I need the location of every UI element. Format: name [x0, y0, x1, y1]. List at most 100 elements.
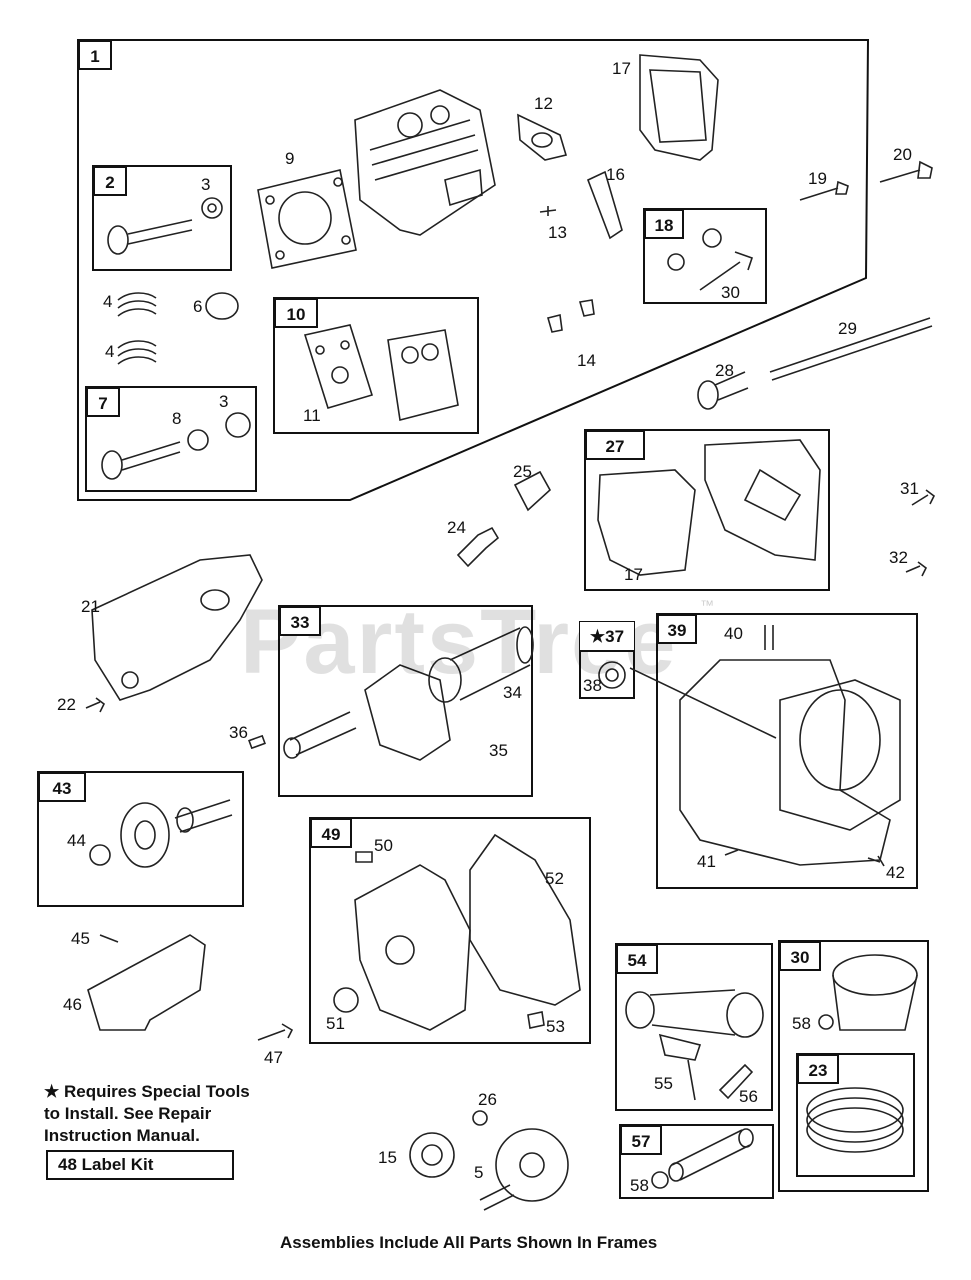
screw-55-part: [687, 1059, 696, 1101]
callout-50: 50: [374, 836, 393, 855]
piston-part: [832, 954, 918, 1031]
bolt-13-part: [539, 206, 557, 216]
valve-cover-part: [704, 439, 821, 561]
callout-19: 19: [808, 169, 827, 188]
callout-58a: 58: [792, 1014, 811, 1033]
watermark-trademark: ™: [700, 597, 714, 613]
callout-47: 47: [264, 1048, 283, 1067]
callout-20: 20: [893, 145, 912, 164]
callout-11: 11: [303, 406, 321, 425]
callout-52: 52: [545, 869, 564, 888]
callout-51: 51: [326, 1014, 345, 1033]
gear-15-part: [409, 1132, 455, 1178]
dowel-41-part: [724, 849, 739, 856]
special-tools-note: ★ Requires Special Tools to Install. See…: [44, 1082, 250, 1145]
spark-plug-part: [456, 526, 500, 568]
valve-spring-lower-part: [117, 340, 157, 365]
callout-35: 35: [489, 741, 508, 760]
cylinder-head-part: [354, 89, 496, 236]
frame-tag-18: 18: [644, 209, 684, 239]
frame-54-border: [615, 943, 773, 1111]
retainer-inner: [207, 203, 217, 213]
assemblies-footer: Assemblies Include All Parts Shown In Fr…: [280, 1233, 658, 1252]
seal-51-part: [333, 987, 359, 1013]
frame-27-border: [584, 429, 830, 591]
callout-29: 29: [838, 319, 857, 338]
tappet-part: [697, 371, 749, 410]
frame-tag-7: 7: [86, 387, 120, 417]
callout-21: 21: [81, 597, 100, 616]
callout-31: 31: [900, 479, 919, 498]
retainer-3b-part: [225, 412, 251, 438]
callout-22: 22: [57, 695, 76, 714]
piston-rings-part: [806, 1087, 904, 1153]
callout-6: 6: [193, 297, 203, 316]
frame-tag-30: 30: [779, 941, 821, 971]
callout-34: 34: [503, 683, 522, 702]
callout-44: 44: [67, 831, 86, 850]
callout-17: 17: [612, 59, 631, 78]
callout-40: 40: [724, 624, 743, 643]
callout-41: 41: [697, 852, 716, 871]
push-rod-part: [769, 317, 933, 381]
frame-30-border: [778, 940, 929, 1192]
frame-tag-23: 23: [797, 1054, 839, 1084]
seal-8-part: [187, 429, 209, 451]
callout-3b: 3: [219, 392, 229, 411]
bolt-31-part: [911, 489, 936, 506]
callout-9: 9: [285, 149, 295, 168]
frame-18-border: [643, 208, 767, 304]
dipstick-cap-part: [355, 851, 373, 863]
crankcase-part: [629, 659, 901, 866]
stud-part: [699, 251, 754, 291]
bolt-32-part: [905, 561, 928, 577]
frame-10-border: [273, 297, 479, 434]
frame-tag-54: 54: [616, 944, 658, 974]
callout-3: 3: [201, 175, 211, 194]
frame-57-border: [619, 1124, 774, 1199]
frame-tag-39: 39: [657, 614, 697, 644]
frame-1-border: [77, 39, 870, 501]
spark-boot-part: [513, 470, 552, 512]
callout-17b: 17: [624, 565, 643, 584]
key-part: [248, 734, 266, 750]
frame-tag-49: 49: [310, 818, 352, 848]
callout-4b: 4: [105, 342, 115, 361]
frame-tag-57: 57: [620, 1125, 662, 1155]
frame-43-border: [37, 771, 244, 907]
callout-56: 56: [739, 1087, 758, 1106]
retainer-part: [201, 197, 223, 219]
frame-tag-37: ★37: [580, 622, 634, 652]
callout-14: 14: [577, 351, 596, 370]
crankcase-cover-part: [354, 864, 471, 1031]
wrist-pin-part: [668, 1128, 754, 1182]
callout-8: 8: [172, 409, 182, 428]
callout-25: 25: [513, 462, 532, 481]
frame-tag-27: 27: [585, 430, 645, 460]
bolt-47-part: [257, 1023, 294, 1041]
gasket-12-part: [517, 113, 568, 161]
gasket-12-hole: [531, 132, 553, 148]
callout-55: 55: [654, 1074, 673, 1093]
callout-5: 5: [474, 1163, 484, 1182]
callout-30: 30: [721, 283, 740, 302]
head-gasket-part: [257, 169, 357, 269]
frame-tag-2: 2: [93, 166, 127, 196]
valve-spring-upper-part: [117, 292, 157, 317]
cap-part: [205, 292, 239, 320]
callout-13: 13: [548, 223, 567, 242]
callout-12: 12: [534, 94, 553, 113]
callout-28: 28: [715, 361, 734, 380]
frame-39-border: [656, 613, 918, 889]
label-kit-box: 48 Label Kit: [46, 1150, 234, 1180]
dipper-56-part: [718, 1063, 754, 1100]
camshaft-part: [479, 1128, 569, 1211]
callout-38: 38: [583, 676, 602, 695]
bracket-part: [87, 934, 206, 1031]
callout-36: 36: [229, 723, 248, 742]
frame-tag-10: 10: [274, 298, 318, 328]
bolt-20-part: [879, 160, 933, 183]
gasket-11-part: [303, 324, 374, 409]
clip-58b-part: [651, 1171, 669, 1189]
